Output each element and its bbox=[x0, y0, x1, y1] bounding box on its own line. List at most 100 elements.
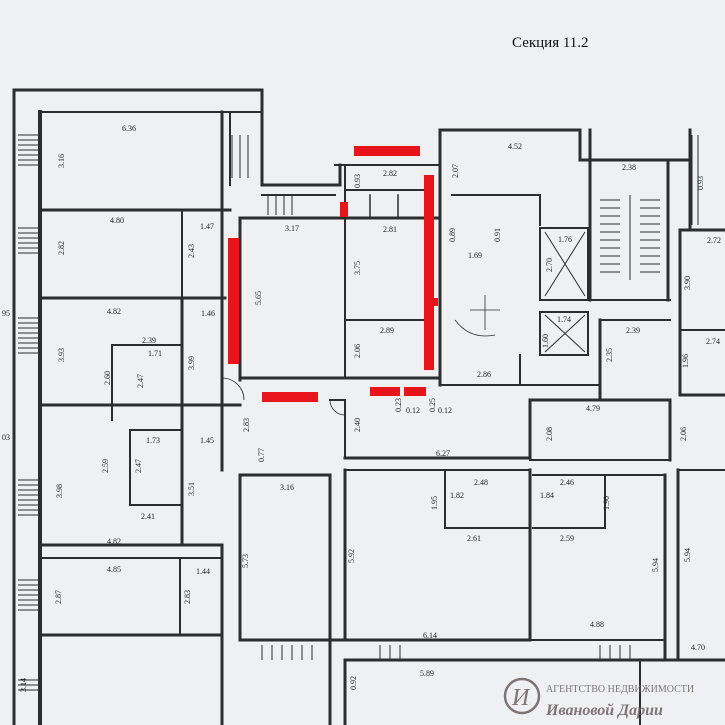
dim-label: 4.52 bbox=[508, 142, 522, 151]
dim-label: 95 bbox=[2, 309, 10, 318]
dim-label: 3.16 bbox=[57, 154, 66, 168]
dim-label: 6.27 bbox=[436, 449, 450, 458]
dim-label: 5.65 bbox=[254, 291, 263, 305]
walls bbox=[12, 88, 725, 725]
dim-label: 1.73 bbox=[146, 436, 160, 445]
dim-label: 2.61 bbox=[467, 534, 481, 543]
dim-label: 3.93 bbox=[57, 348, 66, 362]
dim-label: 2.43 bbox=[187, 244, 196, 258]
dim-label: 3.98 bbox=[55, 484, 64, 498]
dim-label: 0.12 bbox=[406, 406, 420, 415]
dim-label: 1.74 bbox=[557, 315, 571, 324]
dim-label: 3.99 bbox=[187, 356, 196, 370]
dim-label: 2.06 bbox=[679, 427, 688, 441]
dim-label: 2.06 bbox=[353, 344, 362, 358]
dim-label: 5.89 bbox=[420, 669, 434, 678]
dim-label: 2.74 bbox=[706, 337, 720, 346]
section-title: Секция 11.2 bbox=[512, 35, 589, 51]
dim-label: 5.94 bbox=[651, 558, 660, 572]
agency-line2: Ивановой Дарии bbox=[545, 702, 663, 719]
dim-label: 1.44 bbox=[196, 567, 210, 576]
dim-label: 0.93 bbox=[353, 174, 362, 188]
dim-label: 2.81 bbox=[383, 225, 397, 234]
dim-label: 5.73 bbox=[241, 554, 250, 568]
dim-label: 2.87 bbox=[54, 590, 63, 604]
dim-label: 0.77 bbox=[257, 448, 266, 462]
agency-watermark: И АГЕНТСТВО НЕДВИЖИМОСТИ Ивановой Дарии bbox=[503, 677, 694, 719]
dim-label: 2.39 bbox=[626, 326, 640, 335]
dim-label: 4.82 bbox=[107, 537, 121, 546]
dim-label: 2.48 bbox=[474, 478, 488, 487]
dim-label: 1.45 bbox=[200, 436, 214, 445]
staircase bbox=[544, 195, 660, 353]
dim-label: 2.82 bbox=[57, 241, 66, 255]
door-swings bbox=[221, 295, 500, 416]
dim-label: 0.89 bbox=[448, 228, 457, 242]
dim-label: 1.69 bbox=[468, 251, 482, 260]
dim-label: 3.16 bbox=[280, 483, 294, 492]
dim-label: 5.94 bbox=[683, 548, 692, 562]
dim-label: 2.47 bbox=[136, 374, 145, 388]
agency-line1: АГЕНТСТВО НЕДВИЖИМОСТИ bbox=[546, 684, 694, 695]
dim-label: 3.17 bbox=[285, 224, 299, 233]
dim-label: 1.82 bbox=[450, 491, 464, 500]
dim-label: 2.38 bbox=[622, 163, 636, 172]
highlight-right-stub bbox=[432, 298, 438, 306]
dimension-labels: 6.36 3.16 4.80 2.82 2.43 1.47 3.17 5.65 … bbox=[2, 124, 721, 692]
dim-label: 5.92 bbox=[347, 549, 356, 563]
dim-label: 0.92 bbox=[349, 676, 358, 690]
dim-label: 2.07 bbox=[451, 164, 460, 178]
dim-label: 4.79 bbox=[586, 404, 600, 413]
highlight-bottom-left bbox=[262, 392, 318, 402]
dim-label: 2.70 bbox=[545, 258, 554, 272]
dim-label: 2.86 bbox=[477, 370, 491, 379]
dim-label: 0.12 bbox=[438, 406, 452, 415]
dim-label: 1.46 bbox=[201, 309, 215, 318]
dim-label: 2.83 bbox=[183, 590, 192, 604]
highlight-bottom-mid bbox=[370, 387, 400, 396]
dim-label: 2.39 bbox=[142, 336, 156, 345]
dim-label: 3.75 bbox=[353, 261, 362, 275]
dim-label: 3.90 bbox=[683, 276, 692, 290]
highlight-bottom-right bbox=[404, 387, 426, 396]
dim-label: 1.76 bbox=[558, 235, 572, 244]
dim-label: 1.96 bbox=[681, 354, 690, 368]
dim-label: 2.41 bbox=[141, 512, 155, 521]
dim-label: 2.72 bbox=[707, 236, 721, 245]
dim-label: 2.83 bbox=[242, 418, 251, 432]
highlight-right bbox=[424, 175, 434, 370]
dim-label: 4.88 bbox=[590, 620, 604, 629]
dim-label: 6.36 bbox=[122, 124, 136, 133]
dim-label: 2.89 bbox=[380, 326, 394, 335]
highlight-top bbox=[354, 146, 420, 156]
highlight-small-top bbox=[340, 202, 348, 217]
highlight-left bbox=[228, 238, 239, 364]
window-marks bbox=[18, 134, 699, 691]
dim-label: 2.60 bbox=[103, 371, 112, 385]
dim-label: 3.51 bbox=[187, 482, 196, 496]
dim-label: 2.08 bbox=[545, 427, 554, 441]
dim-label: 1.90 bbox=[602, 496, 611, 510]
dim-label: 1.71 bbox=[148, 349, 162, 358]
dim-label: 2.82 bbox=[383, 169, 397, 178]
dim-label: 4.82 bbox=[107, 307, 121, 316]
dim-label: 1.95 bbox=[430, 496, 439, 510]
dim-label: 0.91 bbox=[493, 228, 502, 242]
agency-logo-icon bbox=[503, 677, 541, 715]
dim-label: 2.47 bbox=[134, 459, 143, 473]
dim-label: 2.35 bbox=[605, 348, 614, 362]
dim-label: 3.14 bbox=[19, 678, 28, 692]
dim-label: 1.84 bbox=[540, 491, 554, 500]
dim-label: 4.80 bbox=[110, 216, 124, 225]
dim-label: 4.85 bbox=[107, 565, 121, 574]
dim-label: 2.46 bbox=[560, 478, 574, 487]
highlight-marks bbox=[228, 146, 438, 402]
dim-label: 1.47 bbox=[200, 222, 214, 231]
dim-label: 1.60 bbox=[541, 334, 550, 348]
dim-label: 0.93 bbox=[696, 176, 705, 190]
dim-label: 0.23 bbox=[394, 398, 403, 412]
dim-label: 03 bbox=[2, 433, 10, 442]
dim-label: 0.25 bbox=[428, 398, 437, 412]
